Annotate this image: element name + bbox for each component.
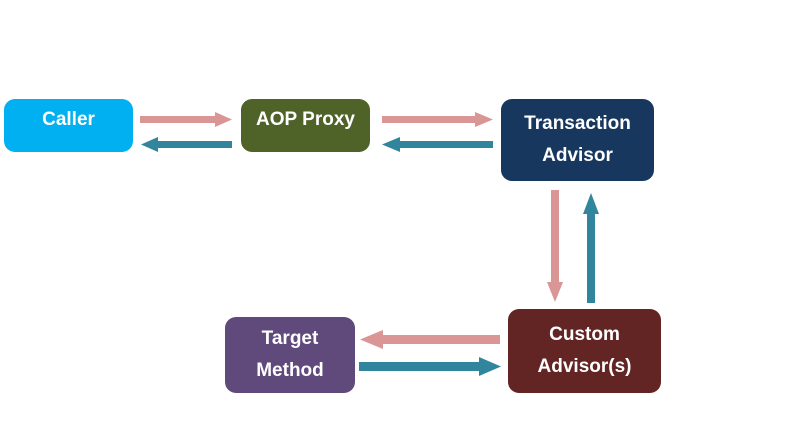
arrow-custom-to-target [360,330,500,349]
arrow-custom-to-transaction [583,193,599,303]
caller-node: Caller [4,99,133,152]
custom-advisor-label-line2: Advisor(s) [537,356,632,377]
target-method-label-line2: Method [256,360,324,381]
transaction-advisor-label-line2: Advisor [542,145,613,166]
arrow-target-to-custom [359,357,501,376]
aop-proxy-node: AOP Proxy [241,99,370,152]
aop-proxy-label: AOP Proxy [256,109,355,130]
target-method-node: Target Method [225,317,355,393]
custom-advisor-label-line1: Custom [549,324,620,345]
arrow-transaction-to-proxy [382,137,493,152]
custom-advisor-node: Custom Advisor(s) [508,309,661,393]
arrow-proxy-to-transaction [382,112,493,127]
transaction-advisor-label-line1: Transaction [524,113,631,134]
arrow-transaction-to-custom [547,190,563,302]
arrow-caller-to-proxy [140,112,232,127]
arrow-proxy-to-caller [141,137,232,152]
target-method-label-line1: Target [261,328,319,349]
caller-label: Caller [42,109,95,130]
transaction-advisor-node: Transaction Advisor [501,99,654,181]
